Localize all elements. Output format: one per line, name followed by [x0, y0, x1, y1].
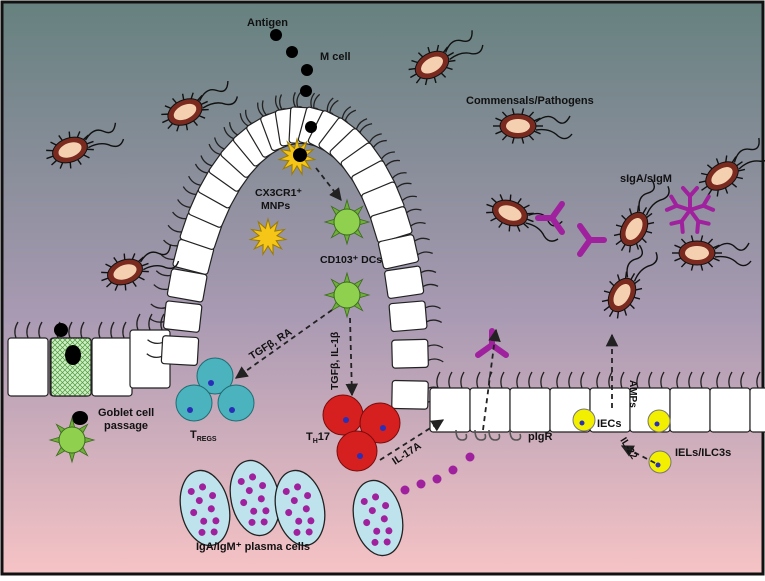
label-amps: AMPs	[627, 380, 638, 408]
epithelial-cell	[7, 321, 49, 397]
label-cd103: CD103⁺ DCs	[320, 254, 382, 266]
th17-cell	[336, 430, 378, 472]
label-goblet-1: Goblet cell	[98, 407, 154, 419]
plasma-cell	[352, 479, 404, 557]
villus-epithelial-cell	[388, 300, 443, 333]
arrow-dc-to-treg	[234, 309, 333, 379]
arrow-dc-to-th17	[345, 317, 359, 397]
commensal-bacteria	[46, 30, 765, 319]
arrow-pigr-to-lumen	[482, 328, 501, 431]
epithelial-cell	[91, 321, 133, 397]
bacterium	[613, 178, 670, 253]
cx3cr1-mnp-cell	[277, 137, 317, 177]
villus-epithelial-cell	[148, 300, 203, 333]
bacterium	[698, 137, 765, 197]
bacterium	[672, 235, 752, 271]
signal-arrows	[234, 167, 656, 464]
bacterium	[493, 108, 573, 144]
arrow-il17a	[379, 419, 445, 461]
pigr-receptors	[455, 429, 522, 441]
epithelial-cell	[709, 371, 751, 433]
label-pigr: pIgR	[528, 431, 552, 443]
cx3cr1-mnp-cell	[248, 217, 288, 257]
secretory-antibodies	[475, 186, 716, 358]
label-tgfb-il1b: TGFβ, IL-1β	[329, 331, 341, 390]
label-cx3cr1-2: MNPs	[261, 200, 290, 212]
villus-epithelial-cell	[159, 238, 215, 275]
iel-ilc3-cell	[648, 450, 672, 474]
bacterium	[101, 244, 180, 291]
villus-epithelial-cell	[391, 338, 444, 369]
bacterium	[46, 122, 125, 169]
arrow-il22	[620, 445, 656, 464]
villus-epithelial-cell	[377, 234, 433, 270]
sigm-pentamer	[664, 186, 716, 234]
label-plasma: IgA/IgM⁺ plasma cells	[196, 541, 310, 553]
label-m-cell: M cell	[320, 51, 351, 63]
bacterium	[601, 244, 658, 319]
plasma-cell	[179, 469, 231, 547]
epithelial-cell	[589, 371, 631, 433]
label-tregs: TREGS	[190, 429, 217, 443]
plasma-cell	[274, 469, 326, 547]
bacterium	[408, 30, 484, 86]
label-iecs: IECs	[597, 418, 621, 430]
label-th17: TH17	[306, 431, 330, 445]
label-goblet-2: passage	[104, 420, 148, 432]
treg-cell	[217, 384, 255, 422]
goblet-cell	[50, 337, 92, 397]
th17-cell	[322, 394, 364, 436]
arrow-mnp-to-dc	[315, 167, 342, 201]
secreted-igA-dots	[400, 452, 475, 495]
treg-cell	[196, 357, 234, 395]
cd103-dendritic-cell	[323, 271, 371, 319]
th17-cell	[359, 402, 401, 444]
villus-epithelial-cell	[153, 268, 208, 303]
antibody	[577, 223, 607, 257]
antibody	[535, 201, 565, 235]
antigen-particles	[54, 29, 317, 425]
label-siga: sIgA/sIgM	[620, 173, 672, 185]
epithelial-cell	[749, 371, 765, 433]
bacterium	[161, 80, 239, 132]
dendritic-cell-goblet	[48, 416, 96, 464]
villus-epithelial-cell	[384, 265, 439, 299]
label-cx3cr1-1: CX3CR1⁺	[255, 187, 302, 199]
label-commensals: Commensals/Pathogens	[466, 95, 594, 107]
cd103-dendritic-cell	[323, 198, 371, 246]
iel-ilc3-cell	[647, 409, 671, 433]
plasma-cell	[229, 459, 281, 537]
treg-cell	[175, 384, 213, 422]
villus-epithelial-cell	[146, 335, 200, 366]
label-antigen: Antigen	[247, 17, 288, 29]
label-iels: IELs/ILC3s	[675, 447, 731, 459]
immune-cells	[48, 137, 672, 557]
iel-ilc3-cell	[572, 408, 596, 432]
